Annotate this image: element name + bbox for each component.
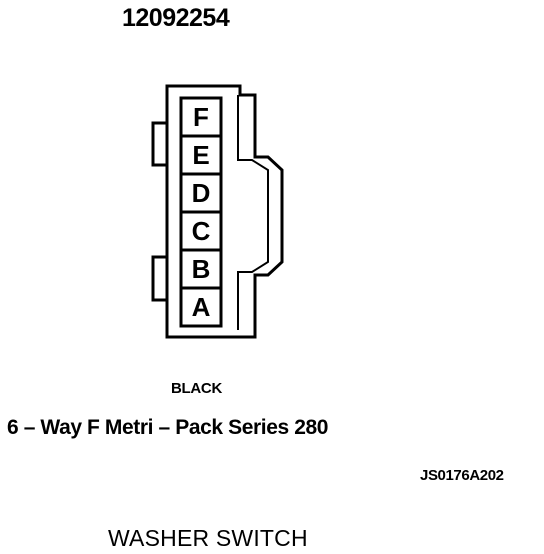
cavity-label-e: E [192,140,209,170]
cavity-label-b: B [192,254,211,284]
cavity-label-a: A [192,292,211,322]
connector-housing-outline [165,84,284,339]
cavity-e-box [179,134,223,176]
component-name: WASHER SWITCH [108,525,308,551]
reference-code: JS0176A202 [420,467,504,484]
part-number: 12092254 [122,4,230,32]
connector-inner-line [237,95,269,330]
connector-color-label: BLACK [171,380,222,397]
cavity-label-c: C [192,216,211,246]
cavity-stack: F E D C B A [179,96,223,328]
cavity-a-box [179,286,223,328]
latch-tab-upper [151,121,167,167]
cavity-d-box [179,172,223,214]
cavity-label-f: F [193,102,209,132]
cavity-label-d: D [192,178,211,208]
connector-type-label: 6 – Way F Metri – Pack Series 280 [7,416,329,439]
latch-tab-lower [151,255,167,302]
